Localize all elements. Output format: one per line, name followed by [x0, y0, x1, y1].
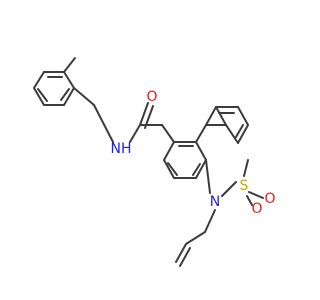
benzo-ring-double-bond: [235, 124, 244, 138]
atom-label-group: O NH N S O O: [111, 89, 276, 217]
central-ring-bond: [195, 159, 207, 179]
central-ring-double-bond: [192, 163, 201, 176]
central-ring-bond: [195, 141, 207, 161]
n-s-bond: [221, 181, 237, 197]
molecule-canvas: O NH N S O O: [33, 57, 276, 267]
central-ring-bond: [163, 159, 175, 179]
ring-nitrogen-label: N: [210, 194, 220, 210]
central-ring-bond: [163, 141, 175, 161]
tolyl-ring-double-bond: [60, 88, 70, 101]
allyl-double-bond: [179, 247, 191, 267]
benzo-ring-bond: [237, 124, 249, 144]
methyl-bond: [63, 57, 76, 73]
tolyl-ring-bond: [33, 87, 45, 106]
structure-diagram: O NH N S O O: [33, 57, 276, 267]
central-ring-double-bond: [167, 162, 178, 176]
biaryl-bond: [195, 124, 207, 143]
amide-nitrogen-label: NH: [111, 141, 132, 157]
benzo-ring-bond: [237, 106, 249, 126]
tolyl-ring-double-bond: [37, 88, 48, 102]
carbonyl-double-bond: [139, 102, 149, 126]
ch2-nh-bond: [93, 104, 114, 143]
nh-carbonyl-bond: [129, 124, 141, 143]
amide-oxygen-label: O: [146, 89, 157, 105]
tolyl-ring-bond: [63, 71, 75, 89]
sulfonyl-oxygen-1-label: O: [264, 191, 275, 207]
tolyl-ring-bond: [33, 71, 45, 89]
bond-group: [33, 57, 264, 267]
benzo-ring-bond: [205, 106, 217, 126]
benzo-ring-bond: [225, 124, 239, 144]
allyl-double-bond: [175, 243, 187, 263]
sulfur-label: S: [240, 178, 249, 194]
ring-n-bond: [205, 159, 211, 194]
sulfonyl-oxygen-2-label: O: [251, 201, 262, 217]
s-aryl-bond: [243, 159, 249, 177]
tolyl-ring-bond: [63, 87, 75, 106]
n-allyl-bond: [204, 209, 216, 233]
benzyl-ch2-bond: [73, 87, 95, 106]
central-ring-bond: [161, 124, 175, 143]
allyl-bond: [185, 231, 206, 245]
sulfonyl-double-bond: [248, 191, 264, 199]
benzo-ring-bond: [215, 106, 227, 126]
sulfonyl-double-bond: [246, 195, 253, 206]
